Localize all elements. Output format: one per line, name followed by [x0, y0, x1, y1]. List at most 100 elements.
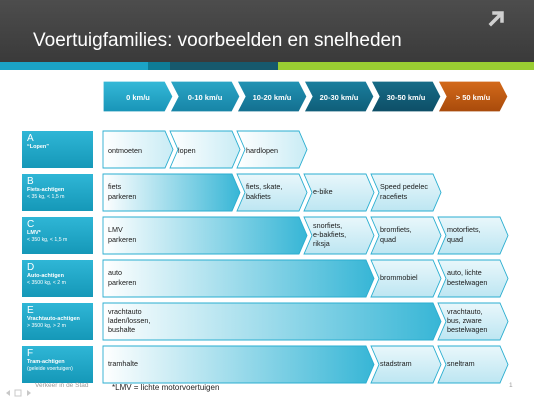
row-5-segment-2 [437, 345, 509, 384]
slide-title: Voertuigfamilies: voorbeelden en snelhed… [33, 30, 402, 51]
cell-c3-line-0: snorfiets, [313, 221, 343, 230]
category-spec: < 3500 kg, < 2 m [27, 280, 66, 286]
title-bar [0, 0, 534, 62]
cell-e5-line-1: bus, zware [447, 316, 482, 325]
speed-label-2: 10-20 km/u [253, 93, 292, 102]
category-spec: < 350 kg, < 1,5 m [27, 237, 68, 243]
speed-chevron-5 [437, 80, 509, 113]
row-3-segment-2 [437, 259, 509, 298]
row-0-segment-0 [102, 130, 174, 169]
category-letter: F [27, 348, 34, 359]
cell-e5-line-2: bestelwagen [447, 325, 488, 334]
cell-f5-line-0: sneltram [447, 359, 475, 368]
speed-chevron-1 [169, 80, 241, 113]
category-letter: D [27, 262, 35, 273]
footnote: *LMV = lichte motorvoertuigen [112, 383, 220, 392]
cell-a-0-line-0: ontmoeten [108, 146, 142, 155]
cell-b4-line-1: racefiets [380, 192, 408, 201]
row-3-segment-0 [102, 259, 375, 298]
cell-d5-line-1: bestelwagen [447, 278, 488, 287]
speed-label-1: 0-10 km/u [188, 93, 223, 102]
category-name: Fiets-achtigen [27, 187, 65, 193]
cell-b3-line-0: e-bike [313, 187, 333, 196]
cell-b2-line-1: bakfiets [246, 192, 271, 201]
speed-label-4: 30-50 km/u [387, 93, 426, 102]
row-4-segment-1 [437, 302, 509, 341]
slide-nav-icons[interactable] [4, 388, 38, 398]
cell-c4-line-1: quad [380, 235, 396, 244]
cell-e0-line-2: bushalte [108, 325, 136, 334]
speed-label-5: > 50 km/u [456, 93, 491, 102]
accent-stripe-green [278, 62, 534, 70]
category-e: E Vrachtauto-achtigen > 3500 kg, > 2 m [22, 303, 93, 340]
cell-c3-line-2: riksja [313, 239, 330, 248]
page-number: 1 [509, 382, 513, 389]
cell-c0-line-0: LMV [108, 225, 123, 234]
row-2-segment-0 [102, 216, 308, 255]
speed-label-0: 0 km/u [126, 93, 150, 102]
footer-text: Verkeer in de Stad [35, 382, 89, 389]
cell-e0-line-0: vrachtauto [108, 307, 142, 316]
category-name: Auto-achtigen [27, 273, 64, 279]
category-b: B Fiets-achtigen < 35 kg, < 1,5 m [22, 174, 93, 211]
category-spec: (geleide voertuigen) [27, 366, 73, 372]
accent-stripe-teal [0, 62, 148, 70]
cell-d5-line-0: auto, lichte [447, 268, 482, 277]
category-a: A “Lopen” [22, 131, 93, 168]
category-name: “Lopen” [27, 144, 49, 150]
cell-b2-line-0: fiets, skate, [246, 182, 283, 191]
cell-c3-line-1: e-bakfiets, [313, 230, 347, 239]
row-1-segment-3 [370, 173, 442, 212]
category-letter: B [27, 176, 34, 187]
category-name: LMV* [27, 230, 41, 236]
speed-chevron-0 [102, 80, 174, 113]
speed-chevron-3 [303, 80, 375, 113]
cell-a-2-line-0: hardlopen [246, 146, 278, 155]
cell-b0-line-1: parkeren [108, 192, 137, 201]
category-f: F Tram-achtigen (geleide voertuigen) [22, 346, 93, 383]
cell-c5-line-0: motorfiets, [447, 225, 481, 234]
speed-label-3: 20-30 km/u [320, 93, 359, 102]
category-letter: C [27, 219, 35, 230]
accent-stripe-mid [148, 62, 170, 70]
cell-d0-line-1: parkeren [108, 278, 137, 287]
row-1-segment-1 [236, 173, 308, 212]
cell-d4-line-0: brommobiel [380, 273, 418, 282]
speed-chevron-2 [236, 80, 308, 113]
cell-c5-line-1: quad [447, 235, 463, 244]
category-c: C LMV* < 350 kg, < 1,5 m [22, 217, 93, 254]
cell-e0-line-1: laden/lossen, [108, 316, 151, 325]
category-name: Vrachtauto-achtigen [27, 316, 80, 322]
row-0-segment-2 [236, 130, 308, 169]
category-spec: < 35 kg, < 1,5 m [27, 194, 65, 200]
speed-chevron-4 [370, 80, 442, 113]
cell-b0-line-0: fiets [108, 182, 122, 191]
row-5-segment-1 [370, 345, 442, 384]
cell-e5-line-0: vrachtauto, [447, 307, 483, 316]
row-3-segment-1 [370, 259, 442, 298]
cell-f4-line-0: stadstram [380, 359, 412, 368]
cell-c4-line-0: bromfiets, [380, 225, 412, 234]
cell-b4-line-0: Speed pedelec [380, 182, 428, 191]
arrow-up-right-icon [488, 11, 504, 27]
cell-a-1-line-0: lopen [178, 146, 196, 155]
row-4-segment-0 [102, 302, 442, 341]
category-d: D Auto-achtigen < 3500 kg, < 2 m [22, 260, 93, 297]
row-2-segment-3 [437, 216, 509, 255]
row-2-segment-1 [303, 216, 375, 255]
row-5-segment-0 [102, 345, 375, 384]
category-name: Tram-achtigen [27, 359, 65, 365]
accent-stripe-dark [170, 62, 278, 70]
cell-f0-line-0: tramhalte [108, 359, 138, 368]
cell-c0-line-1: parkeren [108, 235, 137, 244]
row-1-segment-2 [303, 173, 375, 212]
category-spec: > 3500 kg, > 2 m [27, 323, 66, 329]
cell-d0-line-0: auto [108, 268, 122, 277]
category-letter: E [27, 305, 34, 316]
category-letter: A [27, 133, 34, 144]
row-0-segment-1 [169, 130, 241, 169]
row-1-segment-0 [102, 173, 241, 212]
row-2-segment-2 [370, 216, 442, 255]
